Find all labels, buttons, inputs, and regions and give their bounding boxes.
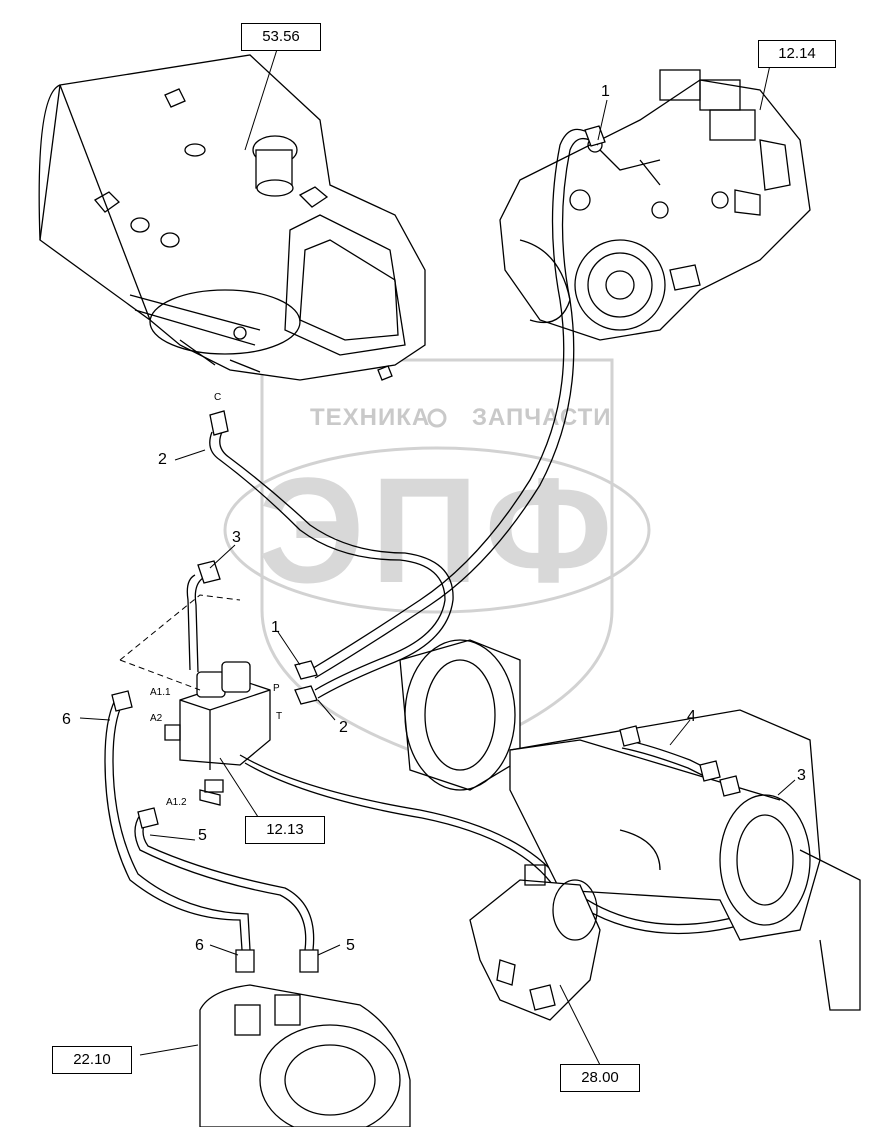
callout-3-right: 3	[797, 767, 806, 784]
port-label-a12: A1.2	[166, 797, 187, 808]
port-label-t: T	[276, 711, 283, 722]
port-label-p: P	[273, 683, 280, 694]
hoses-motor	[104, 690, 319, 973]
port-label-a11: A1.1	[150, 687, 171, 698]
callout-6-left: 6	[62, 711, 71, 728]
ref-valve[interactable]: 12.13	[245, 816, 325, 844]
ref-wheel-motor[interactable]: 22.10	[52, 1046, 132, 1074]
hose-3-left	[186, 560, 221, 673]
callout-3-left: 3	[232, 529, 241, 546]
hoses-main	[209, 125, 606, 705]
hydraulic-pump	[499, 69, 811, 341]
hydraulic-tank	[38, 54, 426, 381]
valve-block	[119, 594, 271, 806]
callout-4-right: 4	[687, 708, 696, 725]
callout-5-bottom: 5	[346, 937, 355, 954]
watermark-text-left: ТЕХНИКА	[310, 404, 431, 431]
callout-6-bottom: 6	[195, 937, 204, 954]
callout-2-mid: 2	[339, 719, 348, 736]
leader-lines	[79, 39, 796, 1066]
wheel-motor	[199, 984, 411, 1127]
callout-1-mid: 1	[271, 619, 280, 636]
ref-pump[interactable]: 12.14	[758, 40, 836, 68]
watermark-text-right: ЗАПЧАСТИ	[472, 404, 612, 431]
ref-tank[interactable]: 53.56	[241, 23, 321, 51]
callout-2-top: 2	[158, 451, 167, 468]
axle-housing	[399, 639, 861, 1011]
callout-5-mid: 5	[198, 827, 207, 844]
callout-1-top: 1	[601, 83, 610, 100]
port-label-a2: A2	[150, 713, 163, 724]
hose-4	[619, 725, 741, 797]
port-label-c: C	[214, 392, 222, 403]
axle-motor	[469, 864, 601, 1021]
ref-axle[interactable]: 28.00	[560, 1064, 640, 1092]
